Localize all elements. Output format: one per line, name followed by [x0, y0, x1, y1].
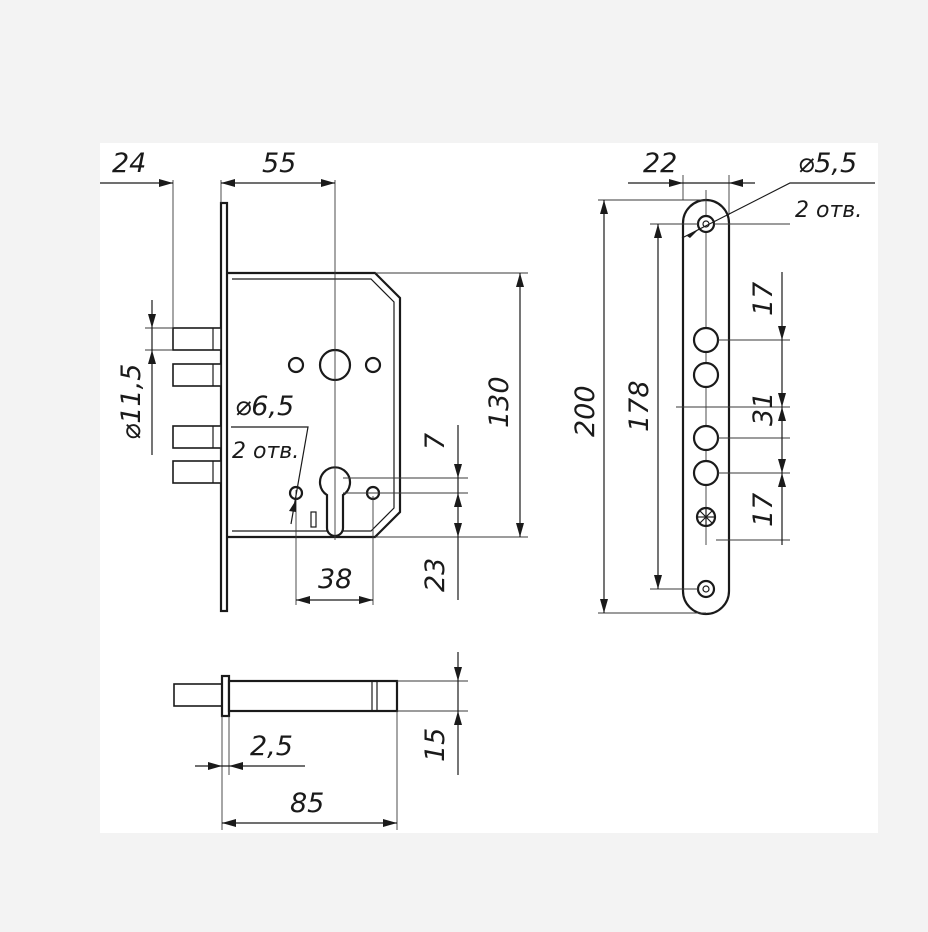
dim-bottom-gap: 23 — [420, 558, 451, 592]
bolt-hole-2 — [692, 361, 720, 389]
lock-case — [227, 271, 402, 539]
dim-cylinder-center: 38 — [318, 564, 352, 595]
bolt-4 — [172, 460, 222, 484]
dim-faceplate-hole-diameter: ⌀5,5 — [798, 148, 857, 179]
dim-small-gap: 7 — [420, 433, 451, 450]
lock-case-inner — [232, 278, 395, 532]
side-body — [227, 679, 399, 713]
faceplate-view: 22 ⌀5,5 2 отв. 200 178 17 31 17 — [570, 148, 875, 616]
dead-bolts — [172, 327, 222, 484]
dim-top-bolt: 17 — [748, 282, 779, 316]
front-plate — [219, 201, 229, 613]
dim-hole-spacing: 178 — [624, 380, 655, 432]
bolt-3 — [172, 425, 222, 449]
bolt-2 — [172, 363, 222, 387]
dim-bolt-diameter: ⌀11,5 — [116, 364, 147, 440]
dim-total-length: 200 — [570, 385, 601, 437]
dim-height: 130 — [484, 376, 515, 428]
bolt-hole-4 — [692, 459, 720, 487]
front-view: 24 55 ⌀11,5 ⌀6,5 2 отв. 38 7 23 130 — [100, 148, 528, 613]
bolt-hole-1 — [692, 326, 720, 354]
note-holes-faceplate: 2 отв. — [795, 198, 862, 223]
dim-bottom-bolt: 17 — [748, 493, 779, 527]
dim-backset: 55 — [262, 148, 296, 179]
note-holes-front: 2 отв. — [232, 439, 299, 464]
dim-depth: 85 — [290, 788, 324, 819]
side-bolt — [173, 683, 223, 707]
bolt-hole-3 — [692, 424, 720, 452]
paper-sheet — [100, 143, 878, 833]
screw-hole-top-right — [364, 356, 382, 374]
screw-hole-top-left — [287, 356, 305, 374]
dim-faceplate-width: 22 — [643, 148, 677, 179]
side-view: 2,5 85 15 — [173, 652, 468, 830]
dim-body-thickness: 15 — [420, 728, 451, 762]
dim-plate-thickness: 2,5 — [250, 731, 293, 762]
dim-backset-offset: 24 — [112, 148, 146, 179]
dim-hole-diameter: ⌀6,5 — [235, 391, 294, 422]
bolt-1 — [172, 327, 222, 351]
mount-hole-bottom — [696, 579, 716, 599]
dim-bolt-spacing: 31 — [748, 392, 779, 426]
cylinder-latch — [310, 511, 317, 528]
mount-hole-top — [696, 214, 716, 234]
